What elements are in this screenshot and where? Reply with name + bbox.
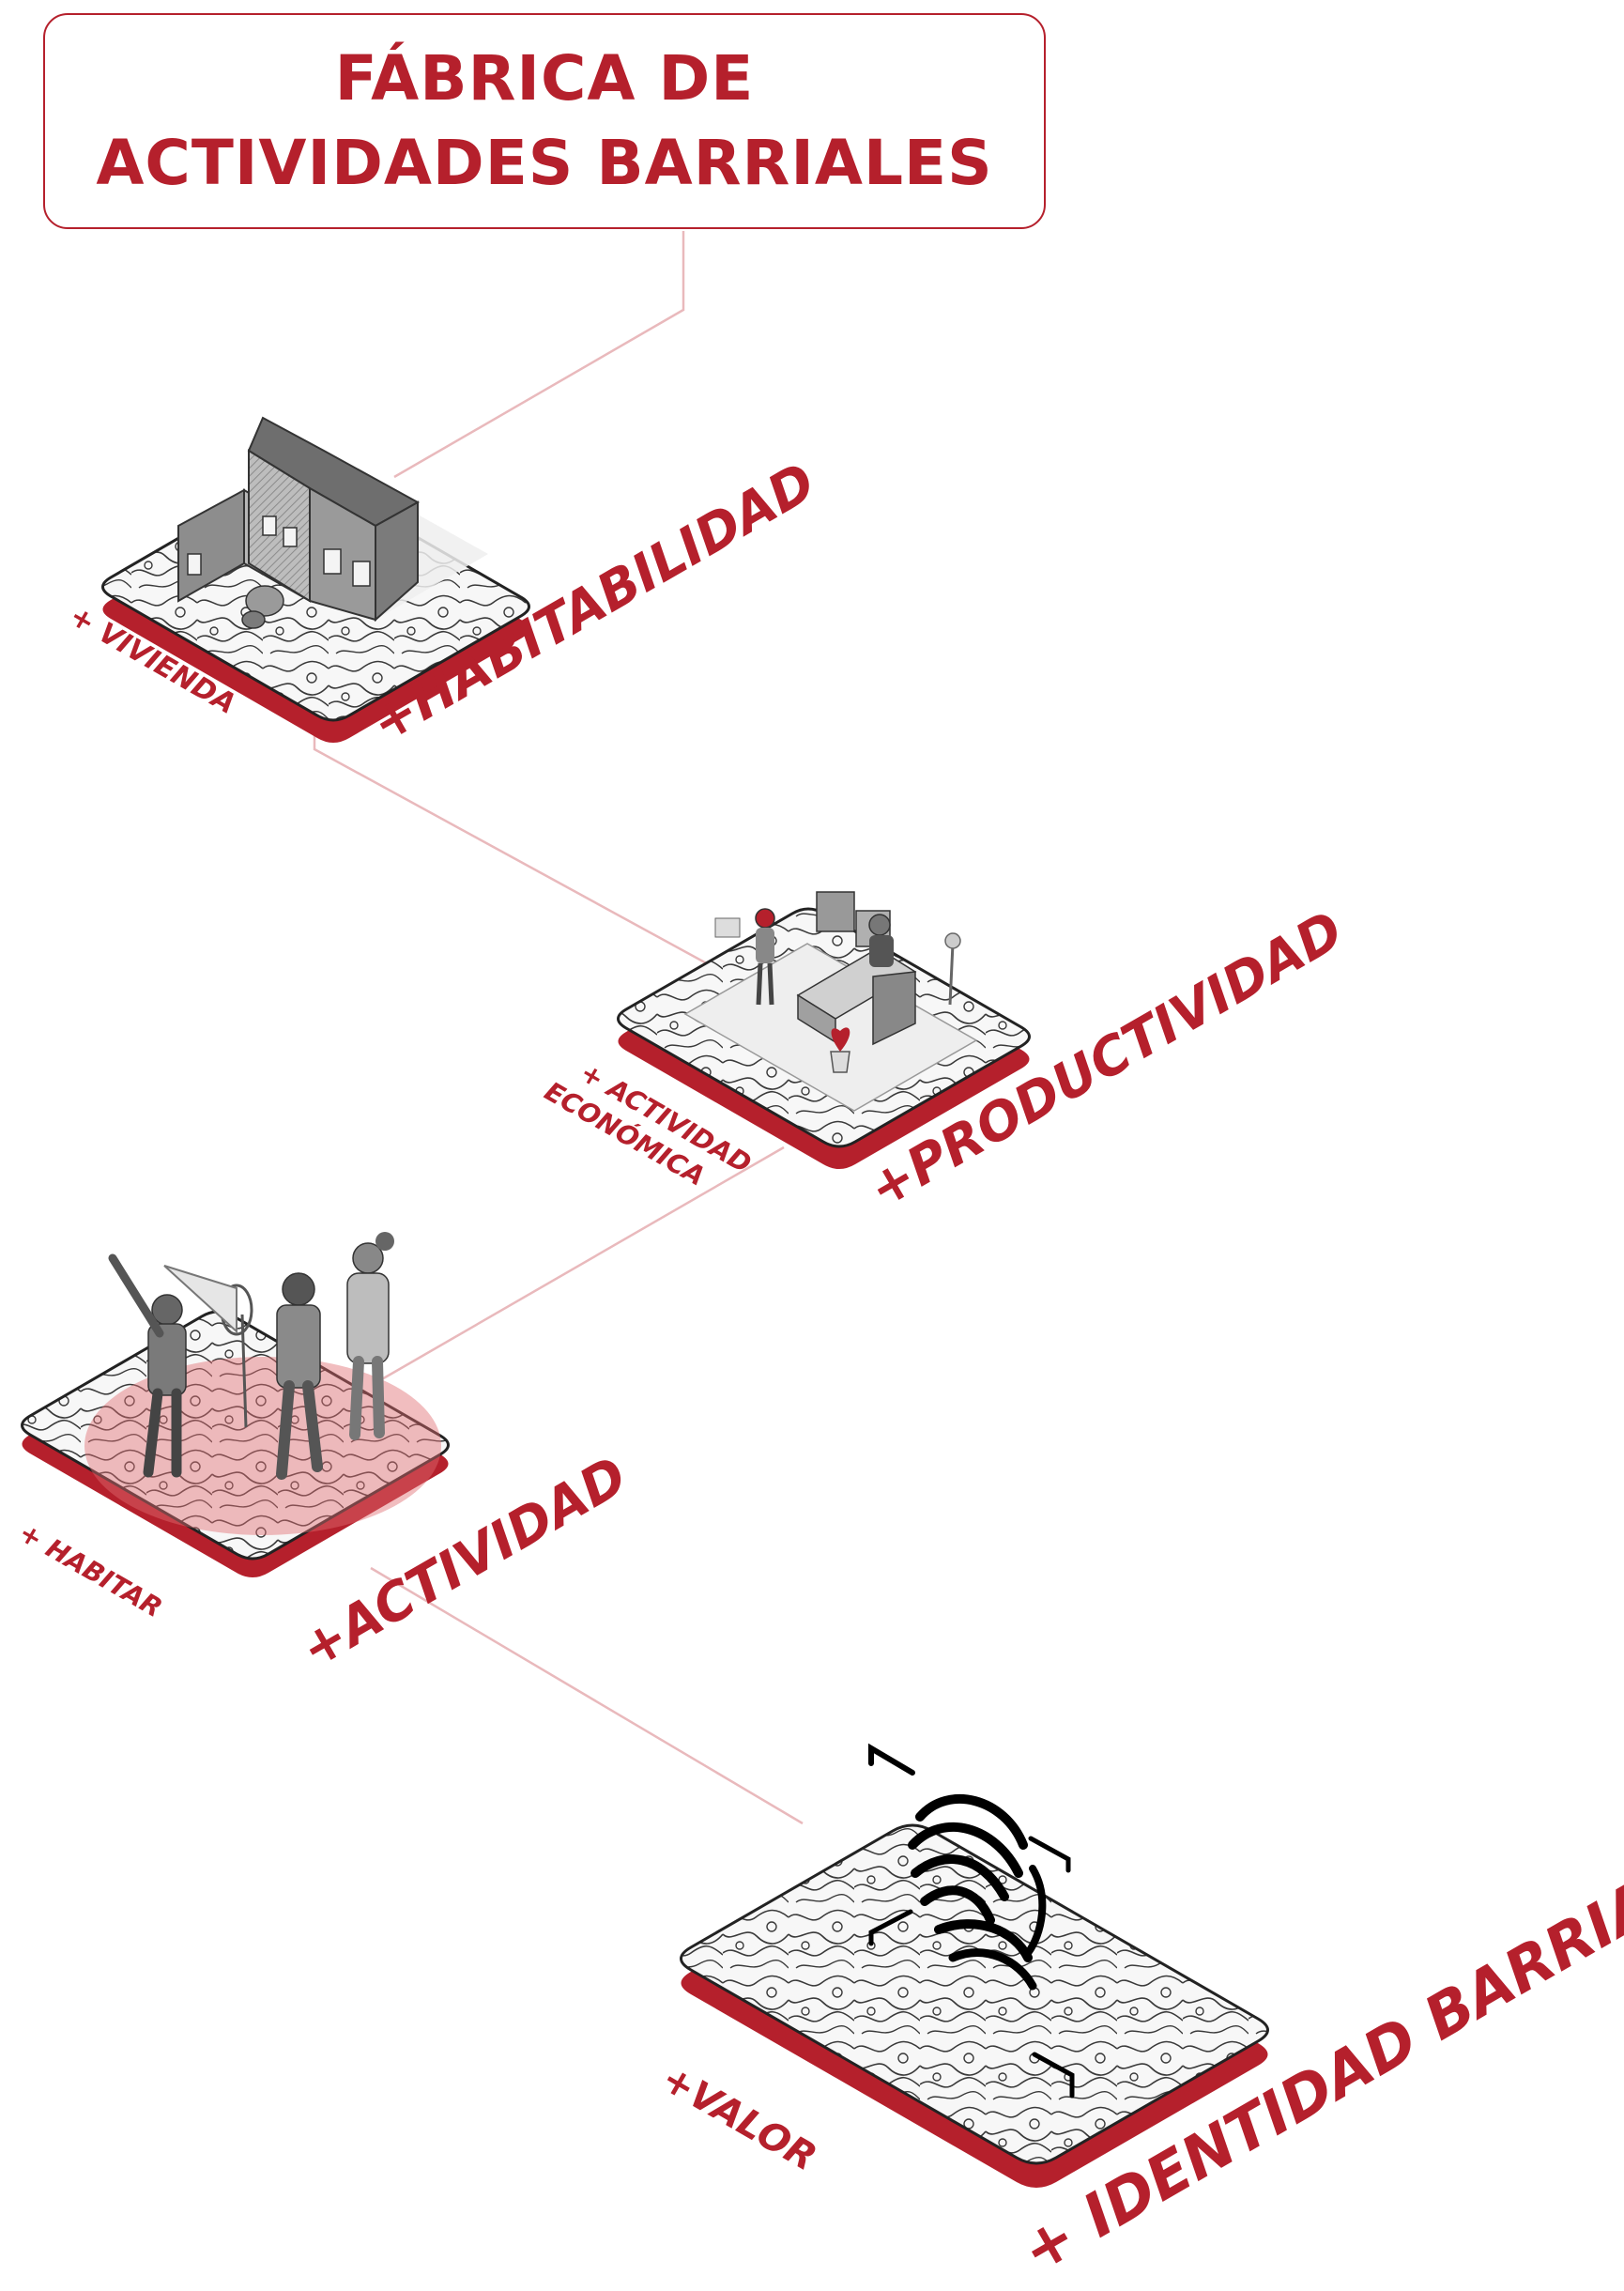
connector-house-to-office [313,712,714,969]
people-icon [108,1232,394,1480]
office-workers-icon [714,891,961,1073]
house-icon [177,416,421,629]
platform-valor-top [680,1823,1269,2165]
platform-valor: +VALOR + IDENTIDAD BARRIAL [654,1743,1624,2287]
connector-office-to-people [379,1146,785,1382]
platform-habitar: + HABITAR +ACTIVIDAD [14,1232,637,1681]
title-line-1: FÁBRICA DE [334,42,755,115]
title-box: FÁBRICA DE ACTIVIDADES BARRIALES [43,13,1046,229]
title-line-2: ACTIVIDADES BARRIALES [96,127,993,199]
platform-vivienda: + VIVIENDA +HABITABILIDAD [64,416,826,755]
connector-title-to-house [393,231,685,479]
connector-people-to-fingerprint [370,1566,804,1825]
label-habitar: + HABITAR [14,1516,168,1623]
platform-actividad-economica: + ACTIVIDAD ECONÓMICA +PRODUCTIVIDAD [540,891,1354,1221]
label-valor: +VALOR [654,2057,823,2180]
fingerprint-icon [868,1743,1075,2099]
